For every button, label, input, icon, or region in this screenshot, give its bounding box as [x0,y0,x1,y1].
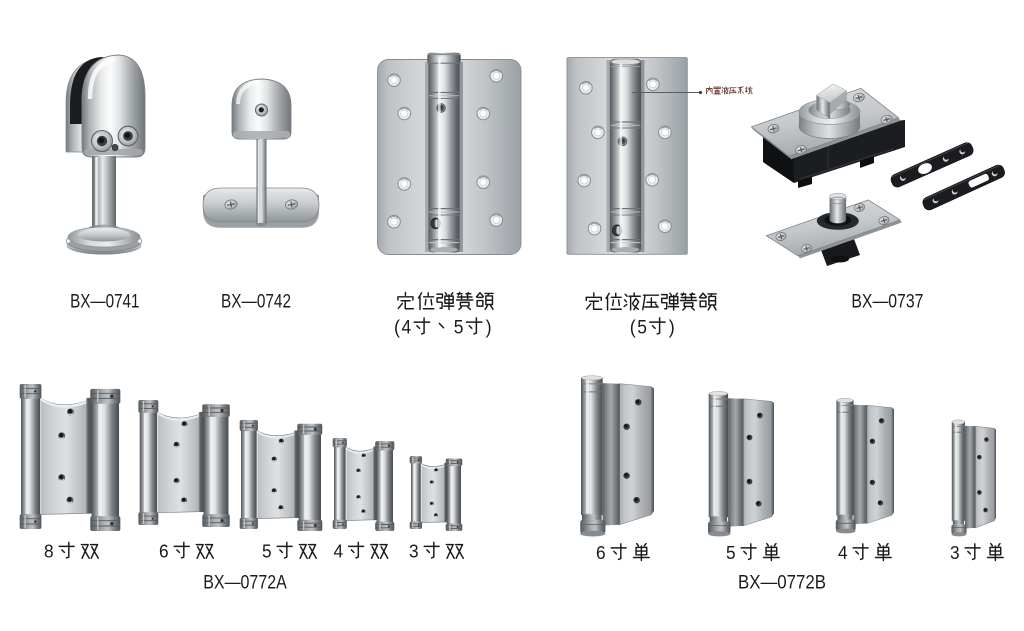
svg-text:4: 4 [334,541,344,562]
svg-text:BX—0772B: BX—0772B [738,573,826,594]
svg-text:BX—0772A: BX—0772A [203,573,287,594]
svg-text:5: 5 [262,541,272,562]
svg-text:BX—0741: BX—0741 [70,291,139,312]
svg-text:3: 3 [950,542,960,563]
svg-text:4: 4 [402,318,412,339]
svg-text:6: 6 [596,542,606,563]
svg-text:): ) [669,318,675,339]
svg-text:): ) [486,318,492,339]
svg-text:6: 6 [159,541,169,562]
svg-text:(: ( [394,318,401,339]
svg-text:5: 5 [637,318,647,339]
svg-text:(: ( [630,318,637,339]
svg-text:5: 5 [726,542,736,563]
svg-text:5: 5 [454,318,464,339]
svg-text:BX—0737: BX—0737 [851,291,923,312]
svg-text:BX—0742: BX—0742 [221,291,291,312]
svg-text:8: 8 [44,541,54,562]
svg-text:4: 4 [838,542,848,563]
svg-text:3: 3 [409,541,419,562]
